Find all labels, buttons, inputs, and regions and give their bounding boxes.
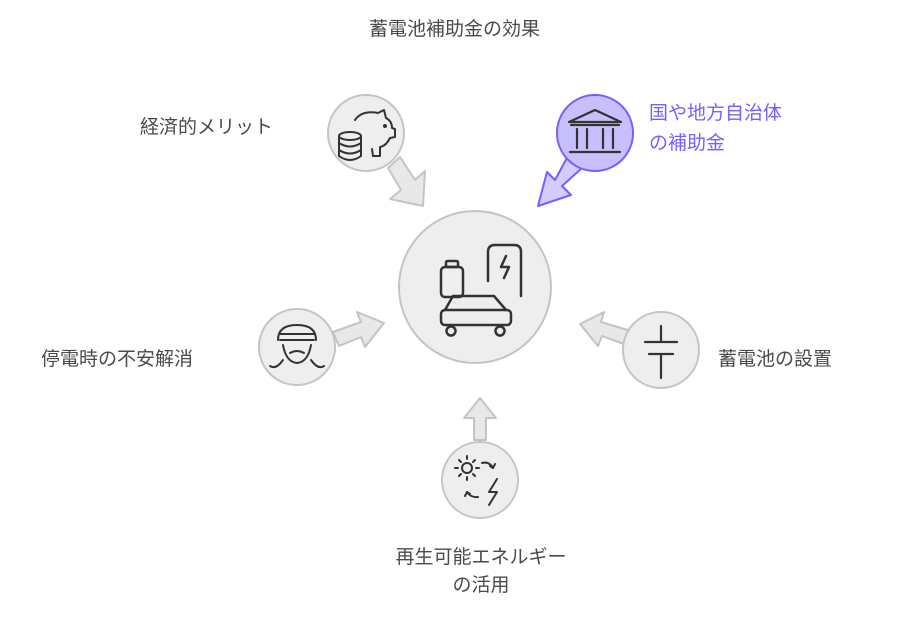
battery-symbol-icon [643,324,679,380]
arrow-install-to-center [579,311,632,347]
arrow-outage-to-center [332,311,385,348]
center-node [398,210,552,364]
subsidy-node [556,94,634,172]
economic-label: 経済的メリット [140,116,274,138]
arrow-economic-to-center [387,156,426,207]
arrow-subsidy-to-center [537,155,583,207]
bank-icon [567,108,623,154]
outage-node [258,308,336,386]
renewable-label-line2: の活用 [452,574,510,596]
renewable-label: 再生可能エネルギー の活用 [365,543,597,599]
install-node [622,311,700,389]
install-label: 蓄電池の設置 [718,348,833,370]
outage-label: 停電時の不安解消 [41,348,194,370]
diagram-title: 蓄電池補助金の効果 [369,18,541,40]
renewable-label-line1: 再生可能エネルギー [395,546,567,568]
subsidy-label-line2: の補助金 [649,132,726,154]
renewable-node [441,441,519,519]
worried-face-icon [269,324,325,369]
economic-node [327,94,405,172]
arrow-renewable-to-center [463,397,497,441]
ev-charging-icon [439,243,523,337]
subsidy-label: 国や地方自治体 の補助金 [649,98,782,158]
solar-energy-cycle-icon [454,455,498,506]
piggy-bank-coins-icon [338,109,396,161]
subsidy-label-line1: 国や地方自治体 [649,102,783,124]
